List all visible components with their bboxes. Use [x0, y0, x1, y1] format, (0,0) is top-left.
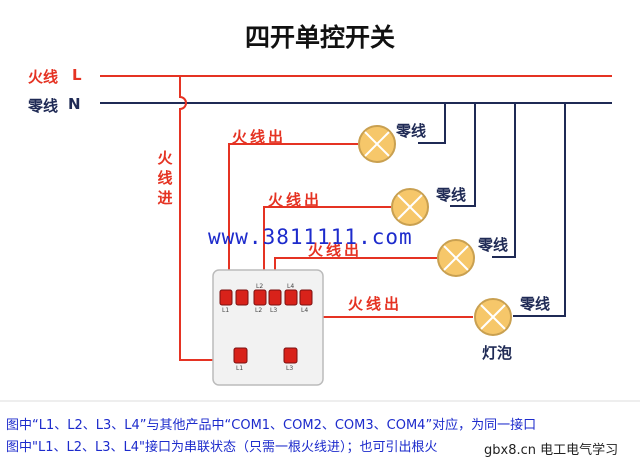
terminal-bottom-l3 [283, 347, 298, 364]
terminal-bottom-l1 [233, 347, 248, 364]
live-out-wire-2 [263, 206, 391, 292]
neutral-line-label: 零线 [28, 97, 59, 115]
neutral-label-3: 零线 [478, 236, 509, 254]
live-out-label-4: 火线出 [348, 295, 403, 313]
note-line-2: 图中"L1、L2、L3、L4"接口为串联状态（只需一根火线进）；也可引出根火 [6, 440, 438, 455]
neutral-line-symbol: N [68, 95, 81, 113]
live-out-label-2: 火线出 [268, 191, 323, 209]
live-out-label-1: 火线出 [232, 128, 287, 146]
feed-label: 火线进 [157, 149, 173, 207]
terminal-top-4 [268, 289, 282, 306]
watermark-url: www.3811111.com [208, 225, 413, 249]
neutral-wire-4 [513, 103, 566, 317]
neutral-wire-1 [418, 103, 446, 144]
terminal-label-small-l1: L1 [222, 307, 230, 314]
note-line-1: 图中“L1、L2、L3、L4”与其他产品中“COM1、COM2、COM3、COM… [6, 418, 537, 433]
bulb-4 [474, 298, 512, 336]
terminal-label-top-l2: L2 [256, 283, 264, 290]
terminal-top-3 [253, 289, 267, 306]
live-feed-wire [179, 76, 241, 361]
bulb-1 [358, 125, 396, 163]
neutral-label-4: 零线 [520, 295, 551, 313]
live-out-wire-1 [228, 143, 358, 292]
bulb-2 [391, 188, 429, 226]
neutral-wire-3 [492, 103, 516, 258]
bulb-3 [437, 239, 475, 277]
terminal-label-small-l3: L3 [270, 307, 278, 314]
live-out-label-3: 火线出 [308, 241, 363, 259]
terminal-label-small-l2: L2 [255, 307, 263, 314]
terminal-top-2 [235, 289, 249, 306]
diagram-title: 四开单控开关 [244, 23, 395, 52]
live-line-label: 火线 [28, 68, 59, 86]
terminal-top-5 [284, 289, 298, 306]
neutral-label-2: 零线 [436, 186, 467, 204]
switch-body [212, 269, 324, 386]
terminal-label-top-l4: L4 [287, 283, 295, 290]
terminal-label-bottom-l3: L3 [286, 365, 294, 372]
terminal-top-6 [299, 289, 313, 306]
neutral-label-1: 零线 [396, 122, 427, 140]
bulb-label: 灯泡 [482, 344, 513, 362]
terminal-top-1 [219, 289, 233, 306]
neutral-wire-2 [450, 103, 476, 207]
live-line-symbol: L [72, 66, 82, 84]
terminal-label-small-l4: L4 [301, 307, 309, 314]
terminal-label-bottom-l1: L1 [236, 365, 244, 372]
footer-logo: gbx8.cn 电工电气学习 [482, 439, 621, 458]
